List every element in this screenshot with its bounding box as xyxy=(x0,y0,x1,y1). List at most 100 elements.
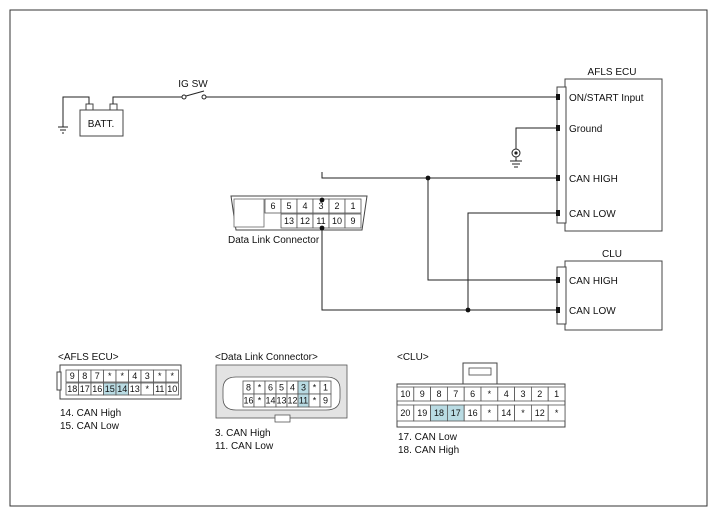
afls-ecu-title: AFLS ECU xyxy=(588,67,637,78)
clu-pin-row-2-label: 17 xyxy=(451,408,461,418)
afls-pin-row-2-label: 15 xyxy=(105,384,115,394)
afls-pin-row-1-label: * xyxy=(158,371,162,381)
afls-pin-row-1-label: 4 xyxy=(132,371,137,381)
diagram-frame xyxy=(9,9,708,507)
dlc-circuit-pin-bottom-label: 12 xyxy=(300,216,310,226)
afls-connector-title: <AFLS ECU> xyxy=(58,352,119,363)
chassis-ground-battery xyxy=(58,96,90,134)
afls-pin-row-2-label: 13 xyxy=(130,384,140,394)
dlc-circuit-pin-bottom-label: 9 xyxy=(350,216,355,226)
afls-pin-row-2-label: 11 xyxy=(155,384,164,394)
afls-pin-row-2-label: 10 xyxy=(167,384,177,394)
dlc-circuit-pin-bottom-label: 10 xyxy=(332,216,342,226)
dlc-note-can-high: 3. CAN High xyxy=(215,428,271,439)
dlc-pin-row-2-label: 12 xyxy=(287,396,297,406)
dlc-pin-row-1-label: 6 xyxy=(268,383,273,393)
dlc-pin-row-1-label: 1 xyxy=(323,383,328,393)
dlc-note-can-low: 11. CAN Low xyxy=(215,441,274,452)
clu-pin-row-1-label: * xyxy=(488,389,492,399)
clu-pin-row-2-label: 20 xyxy=(400,408,410,418)
can-high-bus-wire xyxy=(321,172,556,179)
dlc-circuit-pin-top-label: 2 xyxy=(334,201,339,211)
chassis-ground-ecu xyxy=(510,127,556,168)
can-low-junction xyxy=(465,307,471,313)
clu-connector-strip xyxy=(556,266,567,325)
afls-pin-row-2-label: 14 xyxy=(117,384,127,394)
clu-connector-title: <CLU> xyxy=(397,352,429,363)
afls-pin-row-2-label: 16 xyxy=(92,384,102,394)
afls-pin-can-high: CAN HIGH xyxy=(569,174,618,185)
battery-terminal-positive xyxy=(109,103,118,111)
clu-pin-marker-can-high xyxy=(556,277,560,283)
afls-pin-row-1-label: 8 xyxy=(82,371,87,381)
clu-pin-row-2-label: * xyxy=(521,408,525,418)
clu-pin-row-2-label: 12 xyxy=(535,408,545,418)
dlc-connector-title: <Data Link Connector> xyxy=(215,352,318,363)
afls-ecu-connector-strip xyxy=(556,86,567,224)
afls-pin-on-start: ON/START Input xyxy=(569,93,644,104)
clu-pin-row-1-label: 3 xyxy=(520,389,525,399)
ig-switch: IG SW xyxy=(112,79,556,104)
dlc-pin-row-2-label: 13 xyxy=(276,396,286,406)
afls-pin-row-2-label: 18 xyxy=(67,384,77,394)
dlc-pin-row-2-label: 16 xyxy=(243,396,253,406)
can-low-ecu-branch xyxy=(467,212,556,310)
afls-pin-marker-can-high xyxy=(556,175,560,181)
afls-pin-row-1-label: * xyxy=(108,371,112,381)
dlc-circuit-pin-bottom-label: 13 xyxy=(284,216,294,226)
dlc-circuit-pin-top-label: 1 xyxy=(350,201,355,211)
dlc-circuit-pin-top-label: 3 xyxy=(318,201,323,211)
dlc-pin-row-1-label: 4 xyxy=(290,383,295,393)
clu-title: CLU xyxy=(602,249,622,260)
clu-pin-row-1-label: 2 xyxy=(537,389,542,399)
can-high-clu-branch xyxy=(427,178,556,281)
afls-ecu-module: AFLS ECU ON/START Input Ground CAN HIGH … xyxy=(556,67,663,232)
clu-module: CLU CAN HIGH CAN LOW xyxy=(556,249,663,331)
clu-note-can-high: 18. CAN High xyxy=(398,445,459,456)
dlc-pin-row-2-label: * xyxy=(313,396,317,406)
dlc-pin-row-2-label: * xyxy=(258,396,262,406)
ig-switch-blade xyxy=(185,90,205,97)
dlc-pin-row-1-label: 5 xyxy=(279,383,284,393)
clu-pin-row-2-label: 16 xyxy=(468,408,478,418)
afls-note-can-high: 14. CAN High xyxy=(60,408,121,419)
dlc-circuit-pin-top-cell xyxy=(344,198,362,214)
clu-pin-row-2-label: 19 xyxy=(417,408,427,418)
clu-pin-row-2-label: 18 xyxy=(434,408,444,418)
afls-pin-row-2-cell xyxy=(165,382,179,396)
afls-pin-row-1-label: * xyxy=(170,371,174,381)
clu-pin-row-1-label: 7 xyxy=(453,389,458,399)
battery-ground-wire xyxy=(62,96,90,127)
afls-pin-row-1-label: * xyxy=(120,371,124,381)
afls-pin-ground: Ground xyxy=(569,124,602,135)
clu-pin-row-2-label: * xyxy=(555,408,559,418)
dlc-circuit-pin-bottom-cell xyxy=(344,213,362,229)
can-bus-wiring xyxy=(321,172,556,313)
afls-pin-marker-ground xyxy=(556,125,560,131)
battery: BATT. xyxy=(79,103,124,137)
battery-to-switch-wire xyxy=(112,96,182,104)
clu-connector-latch-tab xyxy=(468,367,492,376)
clu-body xyxy=(564,260,663,331)
afls-pin-row-2-label: * xyxy=(145,384,149,394)
dlc-blank-cavity xyxy=(233,198,265,228)
afls-connector-latch xyxy=(56,371,62,391)
dlc-pin11-tap xyxy=(319,225,325,231)
can-high-junction xyxy=(425,175,431,181)
dlc-pin-row-1-label: * xyxy=(258,383,262,393)
clu-pin-row-2-label: 14 xyxy=(501,408,511,418)
dlc-pin3-tap xyxy=(319,197,325,203)
clu-pin-row-2-label: * xyxy=(488,408,492,418)
afls-pin-row-1-label: 3 xyxy=(145,371,150,381)
clu-pin-row-1-label: 6 xyxy=(470,389,475,399)
battery-terminal-negative xyxy=(85,103,94,111)
dlc-pin-row-2-label: 14 xyxy=(265,396,275,406)
